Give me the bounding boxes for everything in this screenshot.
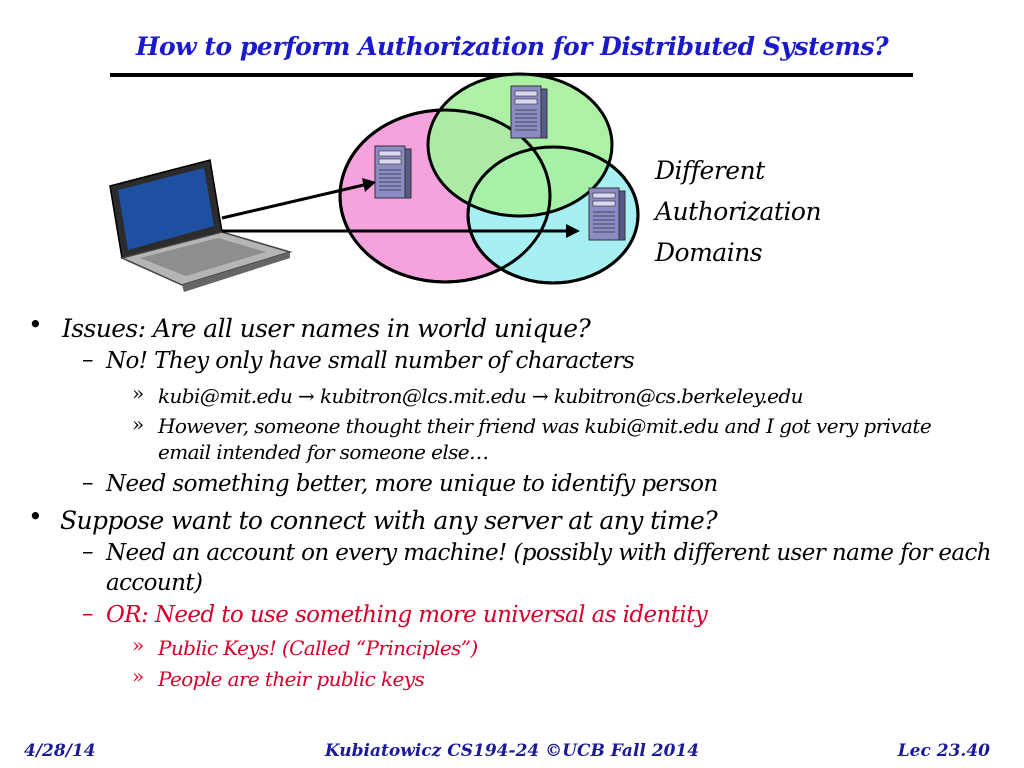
diagram-label-line: Authorization xyxy=(655,197,822,226)
diagram-label: Different Authorization Domains xyxy=(655,150,822,273)
sub-marker: » xyxy=(132,412,145,436)
server-icon-right xyxy=(588,187,626,241)
arrow-to-left-server xyxy=(221,182,369,220)
server-icon-left xyxy=(374,145,412,199)
dash-marker: – xyxy=(82,347,94,373)
sub-bullet-universal-identity: OR: Need to use something more universal… xyxy=(106,602,708,628)
sub-bullet-characters: No! They only have small number of chara… xyxy=(106,348,635,374)
sub-sub-bullet-friend-line2: email intended for someone else… xyxy=(158,440,489,464)
dash-marker: – xyxy=(82,470,94,496)
bullet-issues: Issues: Are all user names in world uniq… xyxy=(62,314,591,343)
dash-marker: – xyxy=(82,601,94,627)
sub-marker: » xyxy=(132,633,145,657)
footer-course: Kubiatowicz CS194-24 ©UCB Fall 2014 xyxy=(324,741,700,761)
slide-title: How to perform Authorization for Distrib… xyxy=(135,32,889,61)
diagram-label-line: Domains xyxy=(655,238,763,267)
sub-bullet-unique: Need something better, more unique to id… xyxy=(106,471,718,497)
laptop-icon xyxy=(109,159,293,292)
sub-marker: » xyxy=(132,664,145,688)
sub-bullet-account-line1: Need an account on every machine! (possi… xyxy=(106,540,992,566)
bullet-marker: • xyxy=(28,310,43,339)
sub-sub-bullet-public-keys: Public Keys! (Called “Principles”) xyxy=(158,636,478,660)
bullet-marker: • xyxy=(28,502,43,531)
footer-lecture-number: Lec 23.40 xyxy=(897,741,990,761)
sub-bullet-account-line2: account) xyxy=(106,570,203,596)
diagram-label-line: Different xyxy=(655,156,765,185)
sub-sub-bullet-friend-line1: However, someone thought their friend wa… xyxy=(158,414,932,438)
sub-sub-bullet-addresses: kubi@mit.edu → kubitron@lcs.mit.edu → ku… xyxy=(158,384,803,408)
sub-sub-bullet-people-keys: People are their public keys xyxy=(158,667,425,691)
authorization-domains-diagram xyxy=(109,72,640,292)
bullet-suppose: Suppose want to connect with any server … xyxy=(60,506,718,535)
sub-marker: » xyxy=(132,381,145,405)
footer-date: 4/28/14 xyxy=(24,741,96,761)
domain-circle-green xyxy=(426,72,614,218)
server-icon-top xyxy=(510,85,548,139)
dash-marker: – xyxy=(82,539,94,565)
